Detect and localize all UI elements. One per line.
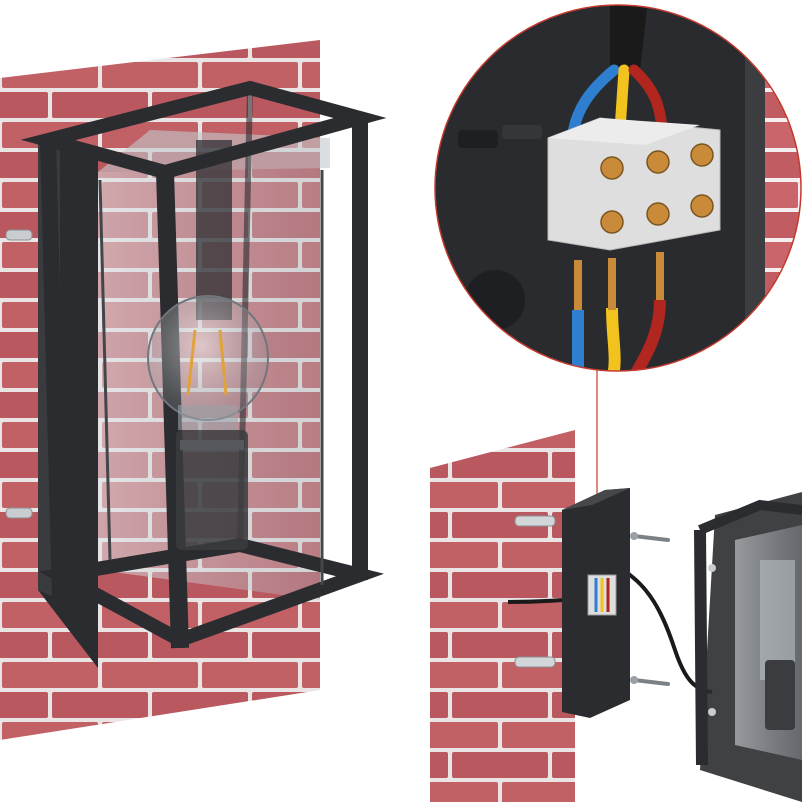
wall-lantern-icon — [694, 492, 802, 802]
terminal-block-icon — [547, 117, 721, 251]
mounting-plate-icon — [562, 488, 630, 718]
led-filament-bulb-icon — [147, 295, 269, 550]
mounting-screw-icon — [630, 532, 670, 686]
brick-wall-right — [430, 430, 575, 802]
wall-plug-icon — [5, 229, 33, 519]
wall-plug-icon — [514, 515, 556, 668]
